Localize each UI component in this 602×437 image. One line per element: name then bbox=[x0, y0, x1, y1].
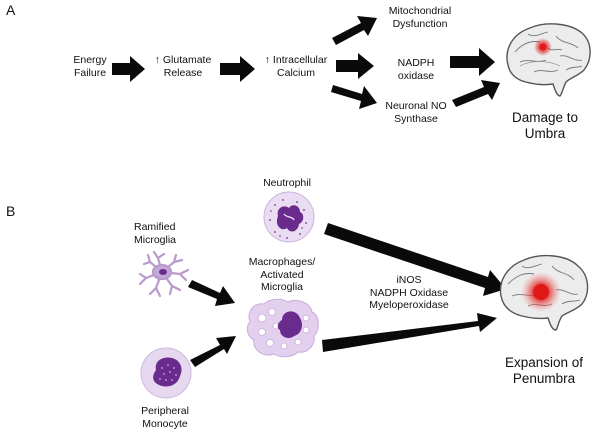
arrow-glutamate-to-calcium bbox=[220, 56, 255, 82]
brain-penumbra-icon bbox=[499, 254, 589, 331]
macrophage-cell-icon bbox=[246, 298, 319, 358]
arrow-nos-to-brain bbox=[452, 80, 500, 107]
arrow-energy-to-glutamate bbox=[112, 56, 145, 82]
panel-b-arrows bbox=[188, 223, 506, 367]
arrow-macro-to-brain bbox=[322, 313, 497, 352]
arrow-ramified-to-macro bbox=[188, 280, 235, 306]
arrow-calcium-to-nos bbox=[331, 85, 377, 109]
monocyte-cell-icon bbox=[140, 347, 192, 399]
panel-b-label: B bbox=[6, 203, 16, 219]
neutrophil-cell-icon bbox=[263, 191, 315, 243]
arrow-calcium-to-mito bbox=[332, 16, 377, 45]
arrow-monocyte-to-macro bbox=[190, 336, 236, 367]
brain-umbra-icon bbox=[506, 23, 591, 97]
neutrophil-label: Neutrophil bbox=[263, 177, 311, 189]
arrow-neutrophil-to-brain bbox=[324, 223, 506, 296]
arrow-calcium-to-nadph bbox=[336, 53, 374, 79]
arrow-nadph-to-brain bbox=[450, 48, 495, 76]
ramified-microglia-icon bbox=[138, 250, 190, 298]
panel-a-label: A bbox=[6, 2, 16, 18]
panel-a-arrows bbox=[112, 16, 500, 109]
